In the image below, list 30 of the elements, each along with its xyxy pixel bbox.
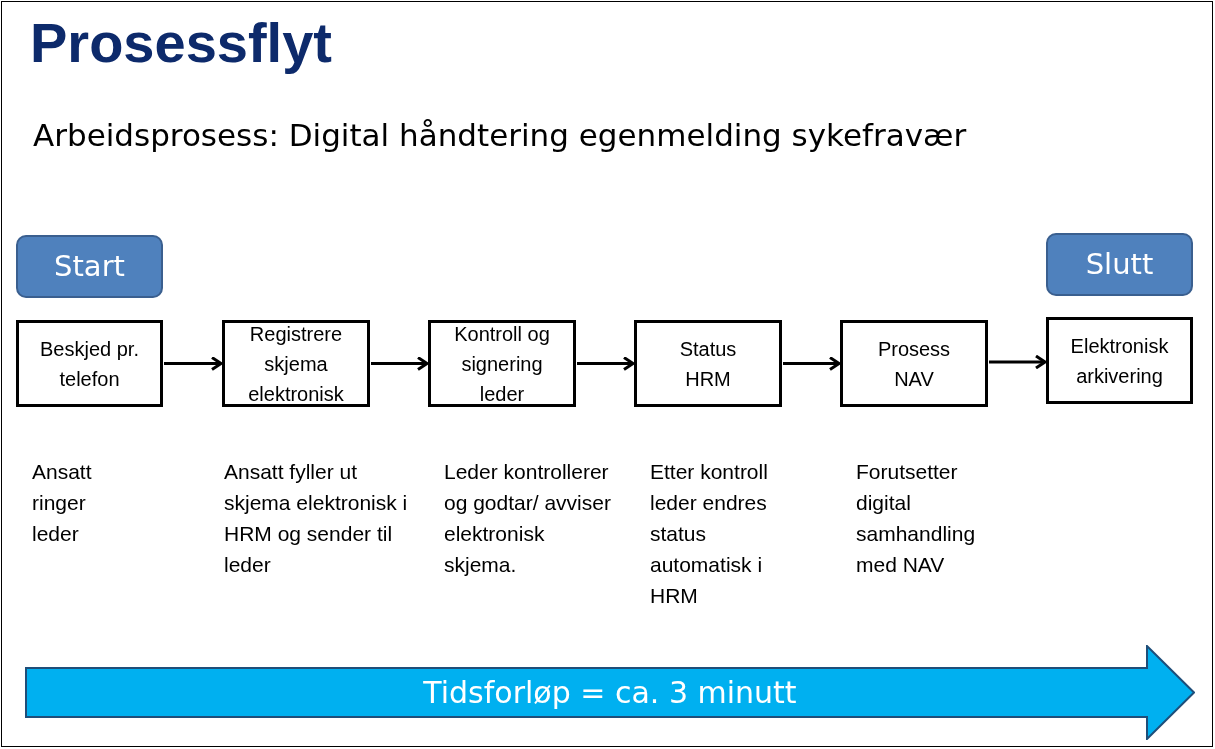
subtitle: Arbeidsprosess: Digital håndtering egenmelding sykefravær (33, 116, 967, 155)
process-box (634, 320, 782, 407)
node-label: Registrere skjema elektronisk (247, 321, 345, 407)
arrow (371, 356, 429, 371)
process-box (16, 320, 163, 407)
node-label: Beskjed pr. telefon (39, 336, 140, 392)
step-description: Leder kontrollerer og godtar/ avviser elektronisk skjema. (444, 459, 612, 578)
title: Prosessflyt (30, 10, 332, 76)
node-label: Kontroll og signering leder (453, 321, 551, 407)
node-label: Prosess NAV (876, 336, 952, 392)
step-description: Forutsetter digital samhandling med NAV (856, 459, 977, 578)
step-description: Etter kontroll leder endres status automatisk i HRM (650, 459, 769, 609)
process-box (428, 320, 576, 407)
process-box (840, 320, 988, 407)
terminal-box (1046, 233, 1193, 296)
node-label: Status HRM (678, 336, 738, 392)
timeline-label: Tidsforløp = ca. 3 minutt (423, 674, 797, 712)
step-description: Ansatt fyller ut skjema elektronisk i HRM og sender til leder (224, 459, 409, 578)
node-label: Start (54, 247, 125, 285)
node-label: Slutt (1085, 245, 1154, 283)
terminal-box (16, 235, 163, 298)
arrow (783, 356, 841, 371)
process-box (1046, 317, 1193, 404)
arrow (164, 356, 223, 371)
node-label: Elektronisk arkivering (1069, 333, 1170, 389)
process-box (222, 320, 370, 407)
arrow (577, 356, 635, 371)
arrow (989, 354, 1047, 370)
step-description: Ansatt ringer leder (32, 459, 93, 547)
timeline-arrow (25, 645, 1195, 740)
